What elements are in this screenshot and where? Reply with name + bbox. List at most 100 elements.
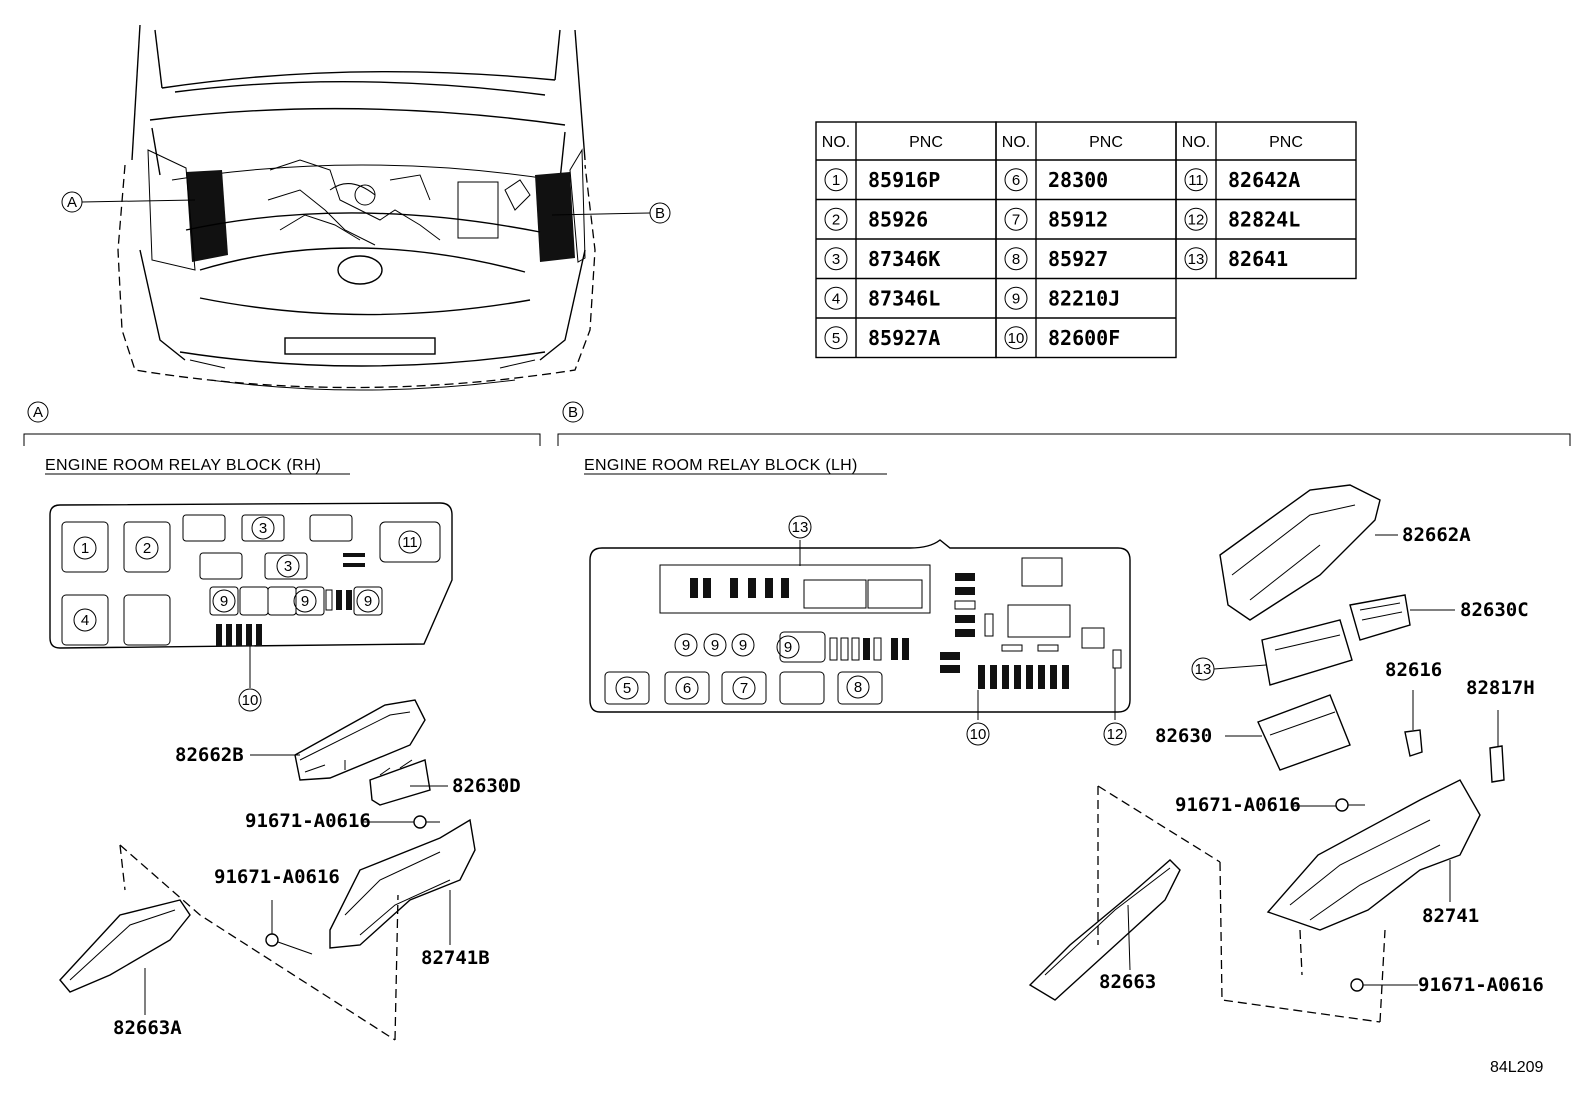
pnc-number-circle	[1004, 168, 1028, 192]
item-callout-number: 8	[854, 679, 862, 696]
pnc-number-circle	[824, 207, 848, 231]
item-callout-number: 9	[301, 593, 309, 610]
pnc-number: 6	[1012, 172, 1020, 189]
pnc-header-no: NO.	[822, 134, 850, 151]
pnc-number: 2	[832, 211, 840, 228]
section-b-header: B ENGINE ROOM RELAY BLOCK (LH)	[557, 401, 1571, 475]
pnc-number: 13	[1188, 251, 1205, 268]
label-82662A: 82662A	[1402, 524, 1471, 546]
item-callout-9: 9	[731, 633, 755, 657]
pnc-number: 8	[1012, 251, 1020, 268]
pnc-row: 8 85927	[1004, 247, 1108, 271]
item-callout-number: 10	[242, 692, 259, 709]
figure-id: 84L209	[1490, 1059, 1543, 1076]
label-bolt-lh-1: 91671-A0616	[1175, 794, 1301, 816]
pnc-number-circle	[1184, 247, 1208, 271]
callout-a-label: A	[67, 194, 77, 211]
pnc-number-circle	[824, 286, 848, 310]
pnc-number: 3	[832, 251, 840, 268]
pnc-number: 9	[1012, 290, 1020, 307]
pnc-code: 82642A	[1228, 168, 1300, 192]
callout-b-label: B	[655, 205, 665, 222]
pnc-code: 85926	[868, 207, 928, 231]
pnc-number-circle	[824, 168, 848, 192]
lh-part-labels: 82662A 82630C 13 82616 82817H 82630 9167…	[1099, 524, 1544, 996]
pnc-row: 1 85916P	[824, 168, 940, 192]
callout-b: B	[551, 202, 671, 224]
pnc-code: 85927	[1048, 247, 1108, 271]
lh-parts-drawings	[1028, 484, 1505, 1023]
label-82662B: 82662B	[175, 744, 244, 766]
item-callout-number: 12	[1107, 726, 1124, 743]
pnc-code: 82210J	[1048, 286, 1120, 310]
label-82630D: 82630D	[452, 775, 521, 797]
rh-relay-block	[49, 502, 453, 688]
item-callout-number: 3	[284, 558, 292, 575]
label-82663A: 82663A	[113, 1017, 182, 1039]
item-callout-number: 13	[792, 519, 809, 536]
label-82630C: 82630C	[1460, 599, 1529, 621]
item-callout-number: 3	[259, 520, 267, 537]
item-callout-number: 2	[143, 540, 151, 557]
item-callout-10: 10	[238, 688, 262, 712]
pnc-header-pnc: PNC	[1089, 134, 1123, 151]
pnc-header-pnc: PNC	[1269, 134, 1303, 151]
pnc-code: 82824L	[1228, 207, 1300, 231]
callout-13-label: 13	[1195, 661, 1212, 678]
lh-relay-block	[589, 539, 1131, 720]
item-callout-8: 8	[846, 675, 870, 699]
pnc-row: 9 82210J	[1004, 286, 1120, 310]
item-callout-number: 4	[81, 612, 89, 629]
pnc-code: 85916P	[868, 168, 940, 192]
label-82817H: 82817H	[1466, 677, 1535, 699]
pnc-row: 12 82824L	[1184, 207, 1300, 231]
item-callout-number: 10	[970, 726, 987, 743]
pnc-number-circle	[1004, 247, 1028, 271]
section-a-header: A ENGINE ROOM RELAY BLOCK (RH)	[23, 401, 541, 475]
item-callout-2: 2	[135, 536, 159, 560]
pnc-code: 87346L	[868, 286, 940, 310]
pnc-number-circle	[1184, 207, 1208, 231]
section-a-marker: A	[33, 404, 43, 421]
pnc-code: 85912	[1048, 207, 1108, 231]
rh-part-labels: 82662B 82630D 91671-A0616 91671-A0616 82…	[113, 744, 521, 1039]
item-callout-number: 7	[740, 680, 748, 697]
pnc-row: 11 82642A	[1184, 168, 1300, 192]
item-callout-number: 6	[683, 680, 691, 697]
callout-a: A	[61, 191, 196, 213]
item-callout-13: 13	[788, 515, 812, 539]
item-callout-5: 5	[615, 676, 639, 700]
pnc-number-circle	[824, 247, 848, 271]
item-callout-4: 4	[73, 608, 97, 632]
label-82616: 82616	[1385, 659, 1442, 681]
pnc-row: 7 85912	[1004, 207, 1108, 231]
item-callout-number: 9	[784, 639, 792, 656]
item-callout-9: 9	[703, 633, 727, 657]
vehicle-front-illustration	[117, 24, 596, 391]
item-callout-number: 9	[220, 593, 228, 610]
pnc-code: 85927A	[868, 326, 940, 350]
pnc-number-circle	[1004, 207, 1028, 231]
pnc-number: 5	[832, 330, 840, 347]
item-callout-1: 1	[73, 536, 97, 560]
pnc-number: 1	[832, 172, 840, 189]
pnc-code: 28300	[1048, 168, 1108, 192]
pnc-number-circle	[1184, 168, 1208, 192]
item-callout-number: 9	[364, 593, 372, 610]
pnc-number: 7	[1012, 211, 1020, 228]
pnc-number: 12	[1188, 211, 1205, 228]
pnc-number: 4	[832, 290, 840, 307]
rh-parts-drawings	[59, 699, 476, 1041]
pnc-number: 11	[1188, 172, 1204, 189]
pnc-code: 82641	[1228, 247, 1288, 271]
pnc-number-circle	[1004, 286, 1028, 310]
